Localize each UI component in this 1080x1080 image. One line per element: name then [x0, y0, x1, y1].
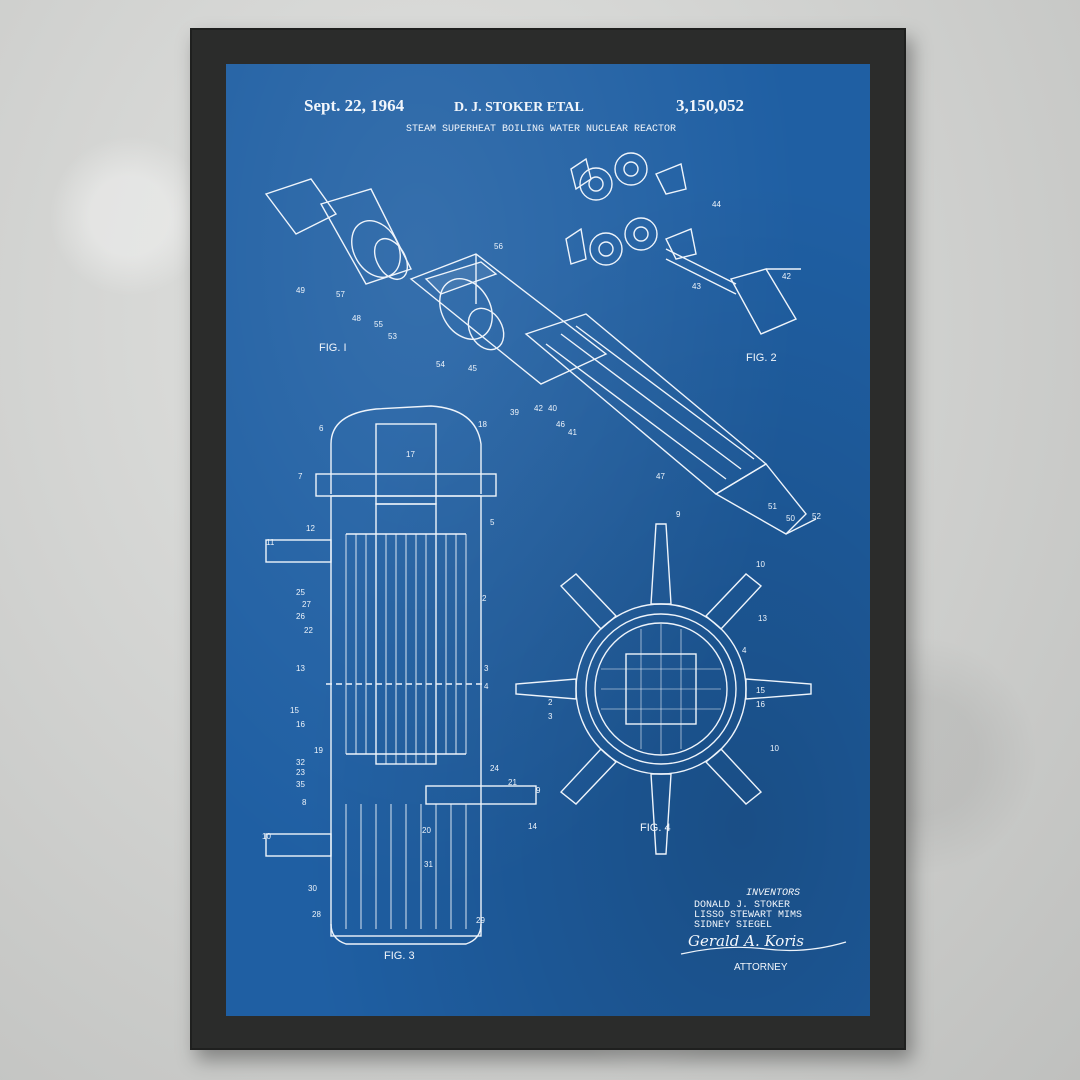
fig4-drawing: [515, 523, 812, 855]
callout: 42: [782, 272, 791, 281]
patent-number: 3,150,052: [676, 96, 744, 115]
callout: 55: [374, 320, 383, 329]
patent-title: STEAM SUPERHEAT BOILING WATER NUCLEAR RE…: [406, 124, 677, 135]
fig1-drawing: [264, 178, 817, 535]
callout: 3: [484, 664, 489, 673]
callout: 4: [742, 646, 747, 655]
callout: 20: [422, 826, 431, 835]
inventors-heading: INVENTORS: [746, 888, 801, 899]
callout: 48: [352, 314, 361, 323]
callout: 42: [534, 404, 543, 413]
patent-inventor-header: D. J. STOKER ETAL: [454, 100, 584, 115]
callout: 50: [786, 514, 795, 523]
callout: 22: [304, 626, 313, 635]
inventor-name: LISSO STEWART MIMS: [694, 910, 803, 921]
inventor-name: DONALD J. STOKER: [694, 900, 791, 911]
callout: 18: [478, 420, 487, 429]
callout: 35: [296, 780, 305, 789]
callout: 49: [296, 286, 305, 295]
callout: 30: [308, 884, 317, 893]
callout: 13: [758, 614, 767, 623]
fig3-label: FIG. 3: [384, 950, 415, 962]
attorney-label: ATTORNEY: [734, 962, 788, 973]
callout: 2: [482, 594, 487, 603]
blueprint-print: Sept. 22, 1964 D. J. STOKER ETAL 3,150,0…: [226, 64, 870, 1016]
callout: 46: [556, 420, 565, 429]
callout: 41: [568, 428, 577, 437]
callout: 10: [756, 560, 765, 569]
callout: 57: [336, 290, 345, 299]
callout: 3: [548, 712, 553, 721]
callout: 10: [770, 744, 779, 753]
callout: 44: [712, 200, 721, 209]
callout: 19: [314, 746, 323, 755]
callout: 47: [656, 472, 665, 481]
callout: 25: [296, 588, 305, 597]
callout: 9: [676, 510, 681, 519]
callout: 28: [312, 910, 321, 919]
callout: 14: [528, 822, 537, 831]
signature-line: [680, 941, 847, 955]
callout: 31: [424, 860, 433, 869]
callout: 26: [296, 612, 305, 621]
fig2-drawing: [565, 152, 801, 335]
callout: 6: [319, 424, 324, 433]
callout: 21: [508, 778, 517, 787]
callout: 10: [262, 832, 271, 841]
fig2-label: FIG. 2: [746, 352, 777, 364]
callout: 39: [510, 408, 519, 417]
callout: 43: [692, 282, 701, 291]
callout: 32: [296, 758, 305, 767]
callout: 45: [468, 364, 477, 373]
callout: 7: [298, 472, 303, 481]
inventor-name: SIDNEY SIEGEL: [694, 920, 773, 931]
callout: 23: [296, 768, 305, 777]
callout: 15: [756, 686, 765, 695]
callout: 29: [476, 916, 485, 925]
callout: 24: [490, 764, 499, 773]
callout: 16: [756, 700, 765, 709]
callout: 9: [536, 786, 541, 795]
fig4-label: FIG. 4: [640, 822, 671, 834]
callout: 11: [266, 538, 275, 547]
callout: 5: [490, 518, 495, 527]
callout: 8: [302, 798, 307, 807]
callout: 16: [296, 720, 305, 729]
patent-date: Sept. 22, 1964: [304, 96, 405, 115]
callout: 15: [290, 706, 299, 715]
callout: 40: [548, 404, 557, 413]
callout: 4: [484, 682, 489, 691]
callout: 51: [768, 502, 777, 511]
callout: 17: [406, 450, 415, 459]
fig3-drawing: [265, 405, 537, 945]
callout: 53: [388, 332, 397, 341]
callout: 13: [296, 664, 305, 673]
patent-drawing: [264, 152, 847, 955]
callout: 52: [812, 512, 821, 521]
callout: 56: [494, 242, 503, 251]
callout: 54: [436, 360, 445, 369]
callout: 2: [548, 698, 553, 707]
attorney-signature: Gerald A. Koris: [688, 932, 805, 950]
callout: 12: [306, 524, 315, 533]
fig1-label: FIG. I: [319, 342, 347, 354]
callout: 27: [302, 600, 311, 609]
